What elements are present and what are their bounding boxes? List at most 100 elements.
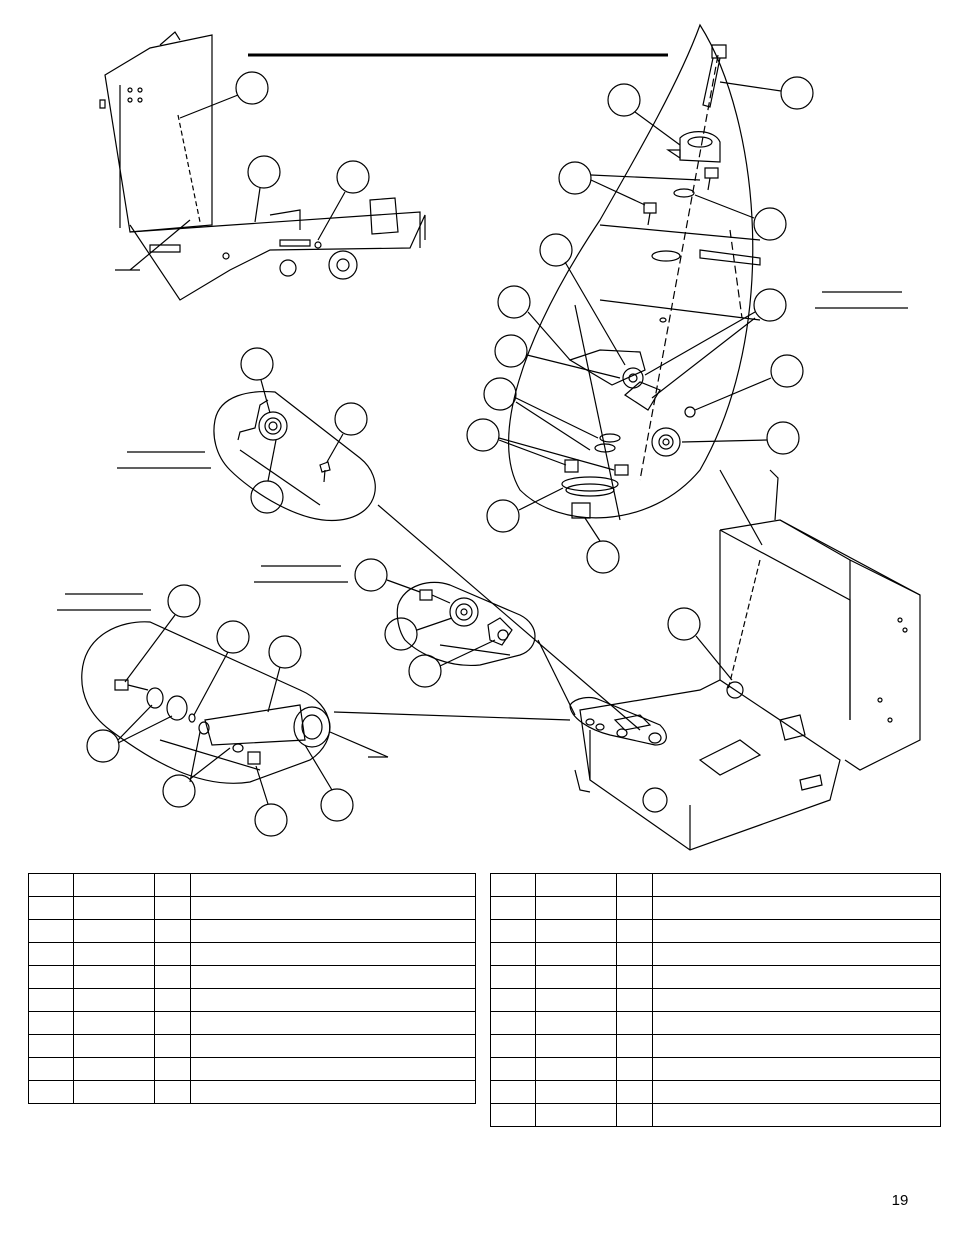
table-cell — [190, 1080, 476, 1104]
table-cell — [73, 1034, 155, 1058]
callout-balloons-idler-arm — [86, 584, 389, 837]
table-cell — [490, 873, 536, 897]
table-row — [28, 896, 476, 920]
table-cell — [652, 1080, 941, 1104]
table-cell — [154, 988, 191, 1012]
table-cell — [535, 1080, 617, 1104]
table-cell — [154, 1080, 191, 1104]
pulley-detail-view — [213, 391, 376, 522]
table-cell — [652, 1011, 941, 1035]
table-row — [28, 965, 476, 989]
table-cell — [154, 919, 191, 943]
table-row — [490, 1057, 941, 1081]
parts-table-left — [28, 873, 476, 1104]
table-cell — [154, 942, 191, 966]
table-cell — [73, 1057, 155, 1081]
callout-balloons-pulley-detail — [240, 347, 368, 514]
table-cell — [616, 896, 653, 920]
table-cell — [652, 873, 941, 897]
table-row — [28, 1057, 476, 1081]
table-cell — [535, 965, 617, 989]
table-cell — [154, 873, 191, 897]
table-cell — [616, 1034, 653, 1058]
table-row — [490, 1103, 941, 1127]
table-cell — [616, 1057, 653, 1081]
table-row — [28, 1011, 476, 1035]
table-cell — [28, 896, 74, 920]
table-cell — [73, 919, 155, 943]
page-number: 19 — [891, 1192, 909, 1209]
table-cell — [154, 1034, 191, 1058]
table-cell — [535, 1057, 617, 1081]
table-cell — [535, 1011, 617, 1035]
table-cell — [28, 919, 74, 943]
table-cell — [73, 1080, 155, 1104]
table-cell — [535, 1103, 617, 1127]
table-cell — [73, 988, 155, 1012]
table-cell — [73, 896, 155, 920]
table-row — [490, 1011, 941, 1035]
table-cell — [190, 896, 476, 920]
table-row — [490, 1034, 941, 1058]
table-cell — [616, 942, 653, 966]
exploded-parts-diagram — [57, 23, 921, 851]
table-cell — [652, 1057, 941, 1081]
table-cell — [190, 965, 476, 989]
table-cell — [28, 1011, 74, 1035]
table-cell — [490, 1011, 536, 1035]
table-row — [28, 942, 476, 966]
table-cell — [652, 1103, 941, 1127]
callout-balloons-teardrop — [466, 76, 814, 574]
table-row — [28, 1034, 476, 1058]
teardrop-detail-view — [508, 23, 761, 521]
table-cell — [490, 919, 536, 943]
side-view-assembly — [99, 31, 426, 301]
table-cell — [190, 873, 476, 897]
table-cell — [28, 988, 74, 1012]
parts-table-right-body — [490, 873, 941, 1127]
table-cell — [28, 1034, 74, 1058]
table-cell — [616, 873, 653, 897]
table-cell — [616, 1011, 653, 1035]
table-cell — [190, 942, 476, 966]
table-cell — [490, 896, 536, 920]
table-cell — [535, 988, 617, 1012]
table-cell — [154, 965, 191, 989]
table-cell — [190, 1011, 476, 1035]
callout-balloons-frame — [667, 607, 733, 681]
table-cell — [73, 873, 155, 897]
table-cell — [616, 965, 653, 989]
table-cell — [190, 988, 476, 1012]
table-cell — [535, 896, 617, 920]
table-cell — [73, 965, 155, 989]
table-cell — [28, 873, 74, 897]
table-cell — [154, 1011, 191, 1035]
table-cell — [616, 1080, 653, 1104]
table-cell — [490, 1034, 536, 1058]
isometric-frame-assembly — [569, 469, 921, 851]
table-cell — [490, 965, 536, 989]
table-row — [490, 919, 941, 943]
table-row — [28, 919, 476, 943]
table-row — [490, 873, 941, 897]
table-row — [490, 942, 941, 966]
callout-balloons-side-view — [179, 71, 370, 241]
callout-balloons-tensioner — [354, 558, 496, 688]
table-cell — [652, 896, 941, 920]
table-cell — [616, 919, 653, 943]
parts-table-right — [490, 873, 941, 1127]
table-row — [490, 1080, 941, 1104]
table-cell — [154, 1057, 191, 1081]
table-row — [28, 873, 476, 897]
table-cell — [28, 1080, 74, 1104]
table-row — [28, 988, 476, 1012]
table-cell — [28, 965, 74, 989]
table-cell — [652, 1034, 941, 1058]
table-cell — [73, 942, 155, 966]
table-row — [28, 1080, 476, 1104]
idler-arm-detail-view — [81, 621, 331, 784]
table-cell — [616, 1103, 653, 1127]
table-cell — [535, 942, 617, 966]
table-row — [490, 896, 941, 920]
table-cell — [490, 1103, 536, 1127]
